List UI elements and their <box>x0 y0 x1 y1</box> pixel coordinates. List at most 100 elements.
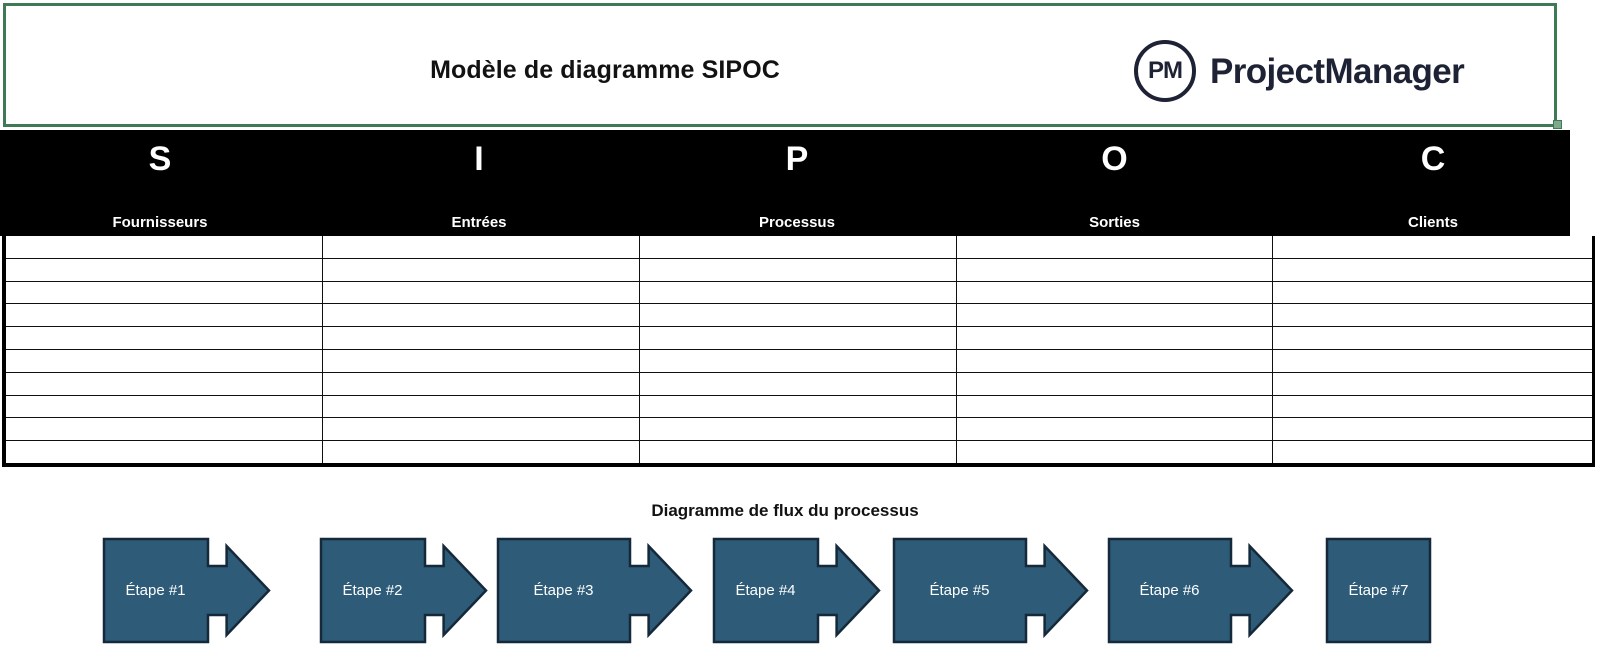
table-cell-r8c2[interactable] <box>323 395 640 418</box>
pm-monogram-text: PM <box>1148 57 1183 84</box>
process-step-2[interactable]: Étape #2 <box>319 537 488 644</box>
table-cell-r1c3[interactable] <box>640 236 957 258</box>
table-cell-r7c2[interactable] <box>323 372 640 395</box>
sipoc-sublabel-o: Sorties <box>1089 214 1140 231</box>
table-row <box>6 441 1592 463</box>
table-row <box>6 418 1592 442</box>
table-cell-r4c4[interactable] <box>957 304 1273 327</box>
sipoc-column-headers: S Fournisseurs I Entrées P Processus O Sorties C… <box>0 130 1570 236</box>
page-title: Modèle de diagramme SIPOC <box>430 56 780 84</box>
process-step-1[interactable]: Étape #1 <box>102 537 271 644</box>
table-cell-r7c3[interactable] <box>640 372 957 395</box>
table-cell-r7c1[interactable] <box>6 372 323 395</box>
table-cell-r3c3[interactable] <box>640 281 957 304</box>
table-row <box>6 327 1592 350</box>
arrow-block-icon <box>319 537 488 644</box>
sipoc-letter-p: P <box>785 140 809 178</box>
table-cell-r2c1[interactable] <box>6 258 323 281</box>
table-cell-r5c3[interactable] <box>640 327 957 349</box>
arrow-block-icon <box>102 537 271 644</box>
arrow-block-icon <box>1107 537 1294 644</box>
table-cell-r9c4[interactable] <box>957 418 1273 441</box>
table-cell-r5c2[interactable] <box>323 327 640 349</box>
table-cell-r4c2[interactable] <box>323 304 640 327</box>
table-cell-r10c4[interactable] <box>957 441 1273 463</box>
sipoc-letter-o: O <box>1101 140 1128 178</box>
table-cell-r1c2[interactable] <box>323 236 640 258</box>
sipoc-header-i: I Entrées <box>320 130 638 236</box>
table-cell-r6c4[interactable] <box>957 349 1273 372</box>
sipoc-letter-s: S <box>148 140 172 178</box>
sipoc-table-grid <box>2 236 1595 467</box>
table-cell-r9c5[interactable] <box>1273 418 1592 440</box>
table-cell-r2c5[interactable] <box>1273 259 1592 281</box>
process-step-7[interactable]: Étape #7 <box>1325 537 1432 644</box>
table-cell-r10c1[interactable] <box>6 441 323 463</box>
table-cell-r3c2[interactable] <box>323 281 640 304</box>
table-cell-r8c1[interactable] <box>6 395 323 418</box>
sipoc-letter-i: I <box>474 140 484 178</box>
table-cell-r6c2[interactable] <box>323 349 640 372</box>
arrow-block-icon <box>892 537 1089 644</box>
table-cell-r9c1[interactable] <box>6 418 323 441</box>
sipoc-letter-c: C <box>1420 140 1446 178</box>
process-step-5[interactable]: Étape #5 <box>892 537 1089 644</box>
sipoc-header-p: P Processus <box>638 130 956 236</box>
pm-circle-icon: PM <box>1134 40 1196 102</box>
sipoc-sublabel-s: Fournisseurs <box>112 214 208 231</box>
sipoc-sublabel-p: Processus <box>759 214 835 231</box>
table-cell-r5c5[interactable] <box>1273 327 1592 349</box>
table-row <box>6 281 1592 305</box>
table-cell-r3c5[interactable] <box>1273 282 1592 304</box>
table-row <box>6 372 1592 396</box>
table-row <box>6 395 1592 419</box>
table-cell-r3c1[interactable] <box>6 281 323 304</box>
table-cell-r8c3[interactable] <box>640 395 957 418</box>
brand-wordmark: ProjectManager <box>1210 51 1465 91</box>
table-cell-r8c4[interactable] <box>957 395 1273 418</box>
sipoc-header-o: O Sorties <box>956 130 1273 236</box>
table-cell-r2c2[interactable] <box>323 258 640 281</box>
sipoc-header-c: C Clients <box>1273 130 1593 236</box>
table-row <box>6 236 1592 259</box>
table-cell-r6c1[interactable] <box>6 349 323 372</box>
table-cell-r4c5[interactable] <box>1273 304 1592 326</box>
sipoc-sublabel-c: Clients <box>1407 214 1458 231</box>
process-flow-title: Diagramme de flux du processus <box>651 501 919 520</box>
table-cell-r2c4[interactable] <box>957 258 1273 281</box>
header-banner: Modèle de diagramme SIPOC PM ProjectMana… <box>3 3 1557 127</box>
table-cell-r6c5[interactable] <box>1273 350 1592 372</box>
process-step-3[interactable]: Étape #3 <box>496 537 693 644</box>
table-cell-r5c1[interactable] <box>6 327 323 349</box>
table-cell-r1c5[interactable] <box>1273 236 1592 258</box>
table-cell-r6c3[interactable] <box>640 349 957 372</box>
table-row <box>6 349 1592 373</box>
arrow-block-icon <box>712 537 881 644</box>
table-row <box>6 258 1592 282</box>
table-cell-r10c5[interactable] <box>1273 441 1592 463</box>
selection-handle[interactable] <box>1553 120 1562 129</box>
table-cell-r7c5[interactable] <box>1273 373 1592 395</box>
process-step-6[interactable]: Étape #6 <box>1107 537 1294 644</box>
table-cell-r4c1[interactable] <box>6 304 323 327</box>
table-cell-r3c4[interactable] <box>957 281 1273 304</box>
table-cell-r8c5[interactable] <box>1273 396 1592 418</box>
table-cell-r1c4[interactable] <box>957 236 1273 258</box>
table-cell-r10c2[interactable] <box>323 441 640 463</box>
sipoc-sublabel-i: Entrées <box>451 214 507 231</box>
table-cell-r10c3[interactable] <box>640 441 957 463</box>
arrow-block-icon <box>496 537 693 644</box>
process-step-4[interactable]: Étape #4 <box>712 537 881 644</box>
table-cell-r9c2[interactable] <box>323 418 640 441</box>
table-cell-r1c1[interactable] <box>6 236 323 258</box>
table-cell-r7c4[interactable] <box>957 372 1273 395</box>
table-cell-r4c3[interactable] <box>640 304 957 327</box>
table-cell-r5c4[interactable] <box>957 327 1273 349</box>
table-row <box>6 304 1592 328</box>
table-cell-r9c3[interactable] <box>640 418 957 441</box>
projectmanager-logo: PM ProjectManager <box>1134 40 1465 102</box>
table-cell-r2c3[interactable] <box>640 258 957 281</box>
square-block-icon <box>1325 537 1432 644</box>
sipoc-header-s: S Fournisseurs <box>0 130 320 236</box>
